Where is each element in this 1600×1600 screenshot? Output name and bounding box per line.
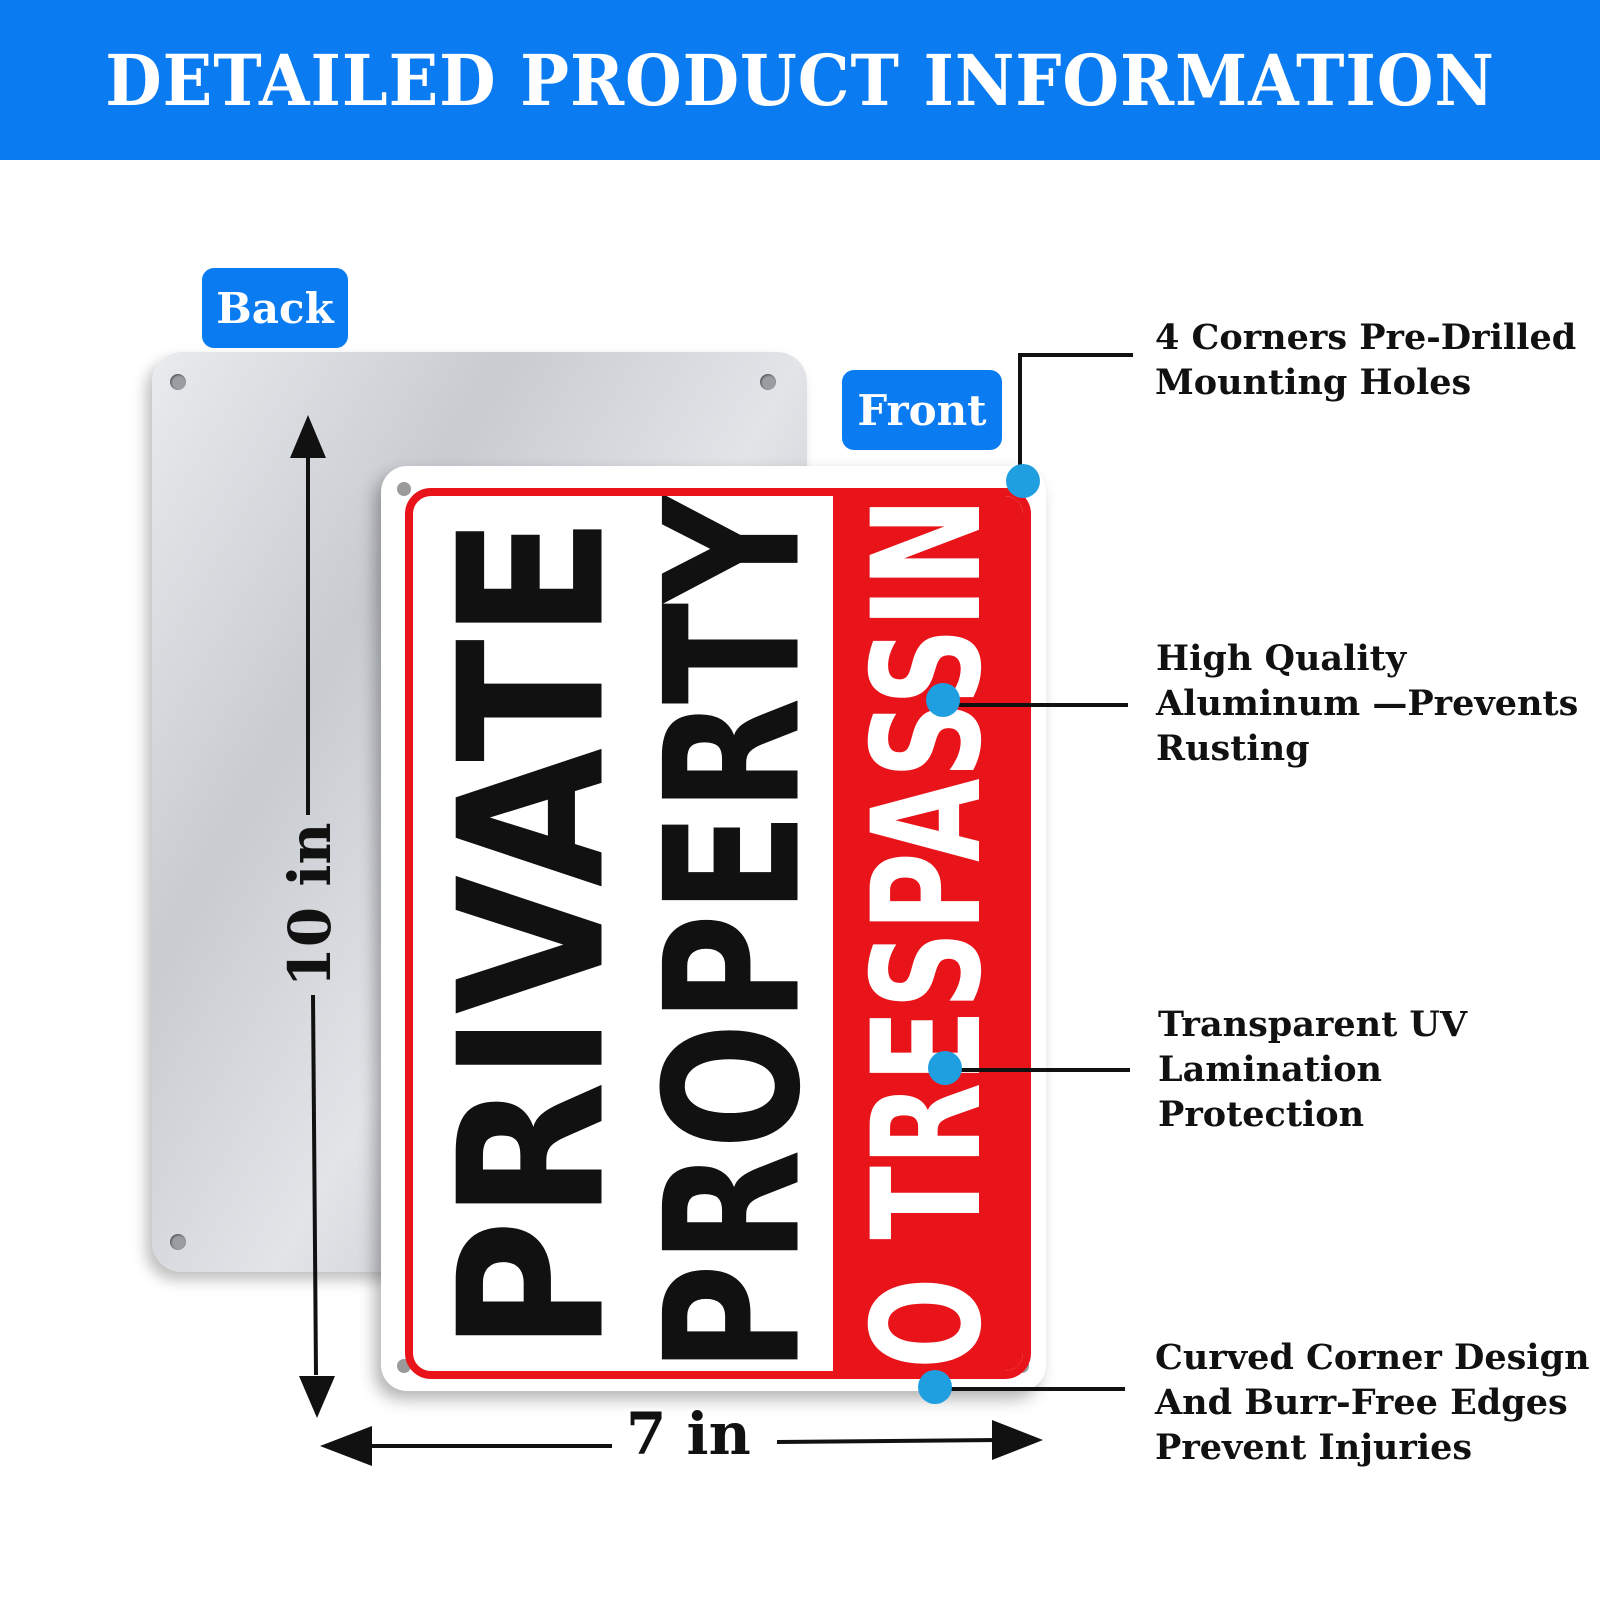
sign-red-strip xyxy=(833,496,1023,1371)
front-label-badge: Front xyxy=(842,370,1002,450)
callout-dot-aluminum xyxy=(926,683,960,717)
callout-dot-curved-corners xyxy=(918,1370,952,1404)
callout-curved-corners: Curved Corner Design And Burr-Free Edges… xyxy=(1155,1335,1590,1470)
sign-text-property: PROPERTY xyxy=(624,494,842,1373)
sign-text-no-trespassing: NO TRESPASSING xyxy=(841,488,1015,1379)
callout-line: High Quality xyxy=(1156,638,1407,679)
callout-dot-mounting-holes xyxy=(1006,464,1040,498)
callout-mounting-holes: 4 Corners Pre-Drilled Mounting Holes xyxy=(1155,315,1576,405)
callout-leader-line xyxy=(1018,353,1133,480)
callout-uv-lamination: Transparent UV Lamination Protection xyxy=(1158,1002,1467,1137)
header-banner: DETAILED PRODUCT INFORMATION xyxy=(0,0,1600,160)
width-dimension-label: 7 in xyxy=(626,1400,751,1468)
banner-title: DETAILED PRODUCT INFORMATION xyxy=(105,38,1495,122)
back-label-badge: Back xyxy=(202,268,348,348)
width-arrow-line xyxy=(776,1438,1001,1444)
arrow-down-icon xyxy=(299,1376,335,1418)
callout-dot-uv-lamination xyxy=(928,1051,962,1085)
mounting-hole xyxy=(170,374,186,390)
callout-line: And Burr-Free Edges xyxy=(1155,1382,1568,1423)
sign-text-private: PRIVATE xyxy=(416,515,650,1352)
callout-line: Aluminum —Prevents xyxy=(1156,683,1579,724)
callout-line: Protection xyxy=(1158,1094,1365,1135)
height-dimension-label: 10 in xyxy=(276,822,344,988)
callout-line: Prevent Injuries xyxy=(1155,1427,1473,1468)
mounting-hole xyxy=(397,482,411,496)
callout-line: 4 Corners Pre-Drilled xyxy=(1155,317,1577,358)
callout-line: Rusting xyxy=(1156,728,1310,769)
mounting-hole xyxy=(170,1234,186,1250)
callout-line: Transparent UV xyxy=(1158,1004,1468,1045)
callout-line: Lamination xyxy=(1158,1049,1382,1090)
arrow-right-icon xyxy=(992,1420,1043,1460)
callout-aluminum: High Quality Aluminum —Prevents Rusting xyxy=(1156,636,1578,771)
mounting-hole xyxy=(760,374,776,390)
front-sign-image: PRIVATE PROPERTY NO TRESPASSING xyxy=(381,466,1046,1391)
sign-red-border: PRIVATE PROPERTY NO TRESPASSING xyxy=(405,488,1031,1379)
callout-line: Curved Corner Design xyxy=(1155,1337,1590,1378)
callout-line: Mounting Holes xyxy=(1155,362,1472,403)
arrow-left-icon xyxy=(320,1426,372,1466)
